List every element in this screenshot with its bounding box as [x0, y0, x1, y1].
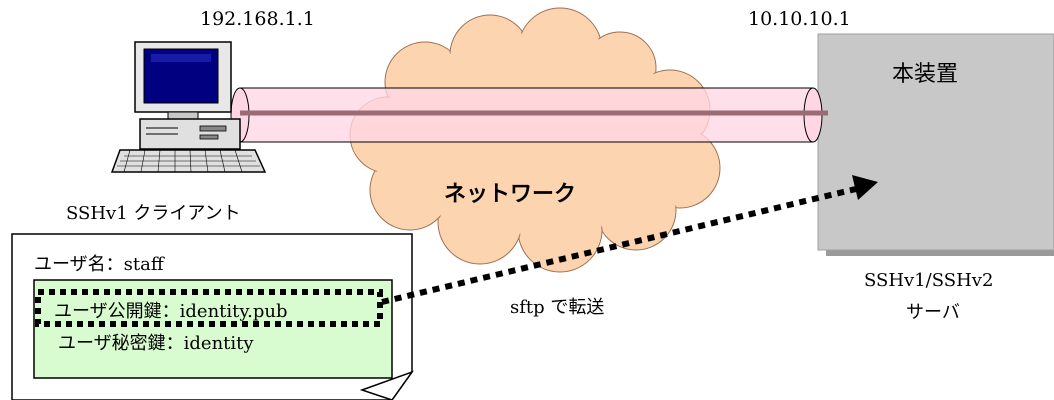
- ssh-tunnel: [230, 87, 828, 143]
- server-device: [817, 33, 1054, 256]
- client-computer-icon: [110, 41, 267, 173]
- sftp-transfer-arrow: [381, 175, 878, 305]
- note-private-key: ユーザ秘密鍵：identity: [58, 333, 254, 354]
- server-title: 本装置: [892, 62, 959, 87]
- note-username: ユーザ名：staff: [34, 254, 164, 275]
- transfer-label: sftp で転送: [510, 297, 605, 318]
- public-key-highlight: [35, 289, 383, 327]
- user-key-note: [11, 233, 415, 400]
- client-ip-label: 192.168.1.1: [200, 8, 315, 30]
- server-caption-line1: SSHv1/SSHv2: [864, 270, 994, 291]
- network-label: ネットワーク: [444, 182, 577, 207]
- server-caption-line2: サーバ: [906, 302, 960, 323]
- client-caption: SSHv1 クライアント: [66, 203, 241, 224]
- note-public-key: ユーザ公開鍵：identity.pub: [54, 301, 288, 322]
- server-ip-label: 10.10.10.1: [748, 8, 851, 30]
